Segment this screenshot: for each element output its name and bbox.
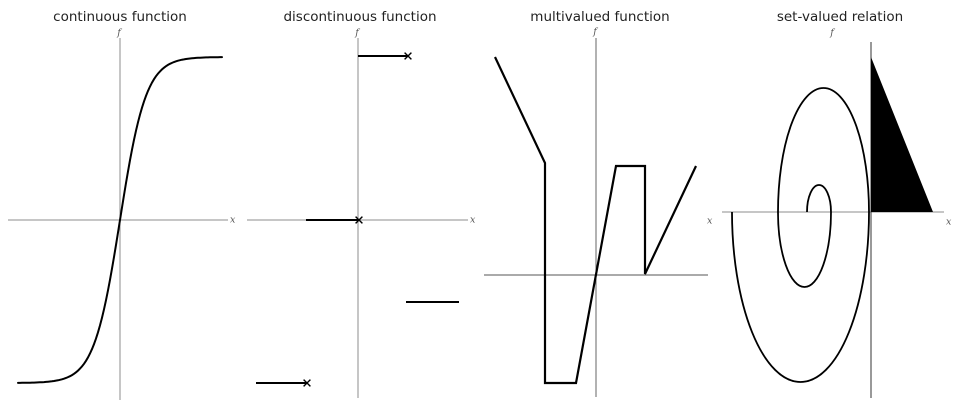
f-axis-label: f xyxy=(116,28,122,39)
excluded-point-marker xyxy=(355,216,363,224)
plot-continuous-function: xf xyxy=(8,28,236,400)
filled-triangle-region xyxy=(871,57,933,212)
f-axis-label: f xyxy=(592,27,598,38)
x-axis-label: x xyxy=(230,215,236,226)
spiral-curve xyxy=(731,87,870,383)
sigmoid-curve xyxy=(17,56,223,384)
plot-set-valued-relation: xf xyxy=(722,28,952,398)
panel-title-multivalued: multivalued function xyxy=(530,9,670,25)
plot-multivalued-function: xf xyxy=(484,27,713,397)
x-axis-label: x xyxy=(470,215,476,226)
f-axis-label: f xyxy=(354,28,360,39)
panel-title-set-valued: set-valued relation xyxy=(776,9,904,25)
plot-discontinuous-function: xf xyxy=(247,28,476,398)
multivalued-curve xyxy=(494,56,697,385)
x-axis-label: x xyxy=(707,216,713,227)
f-axis-label: f xyxy=(829,28,835,39)
excluded-point-marker xyxy=(404,52,412,60)
panel-title-continuous: continuous function xyxy=(53,9,187,25)
excluded-point-marker xyxy=(303,379,311,387)
x-axis-label: x xyxy=(946,217,952,228)
panel-title-discontinuous: discontinuous function xyxy=(283,9,437,25)
